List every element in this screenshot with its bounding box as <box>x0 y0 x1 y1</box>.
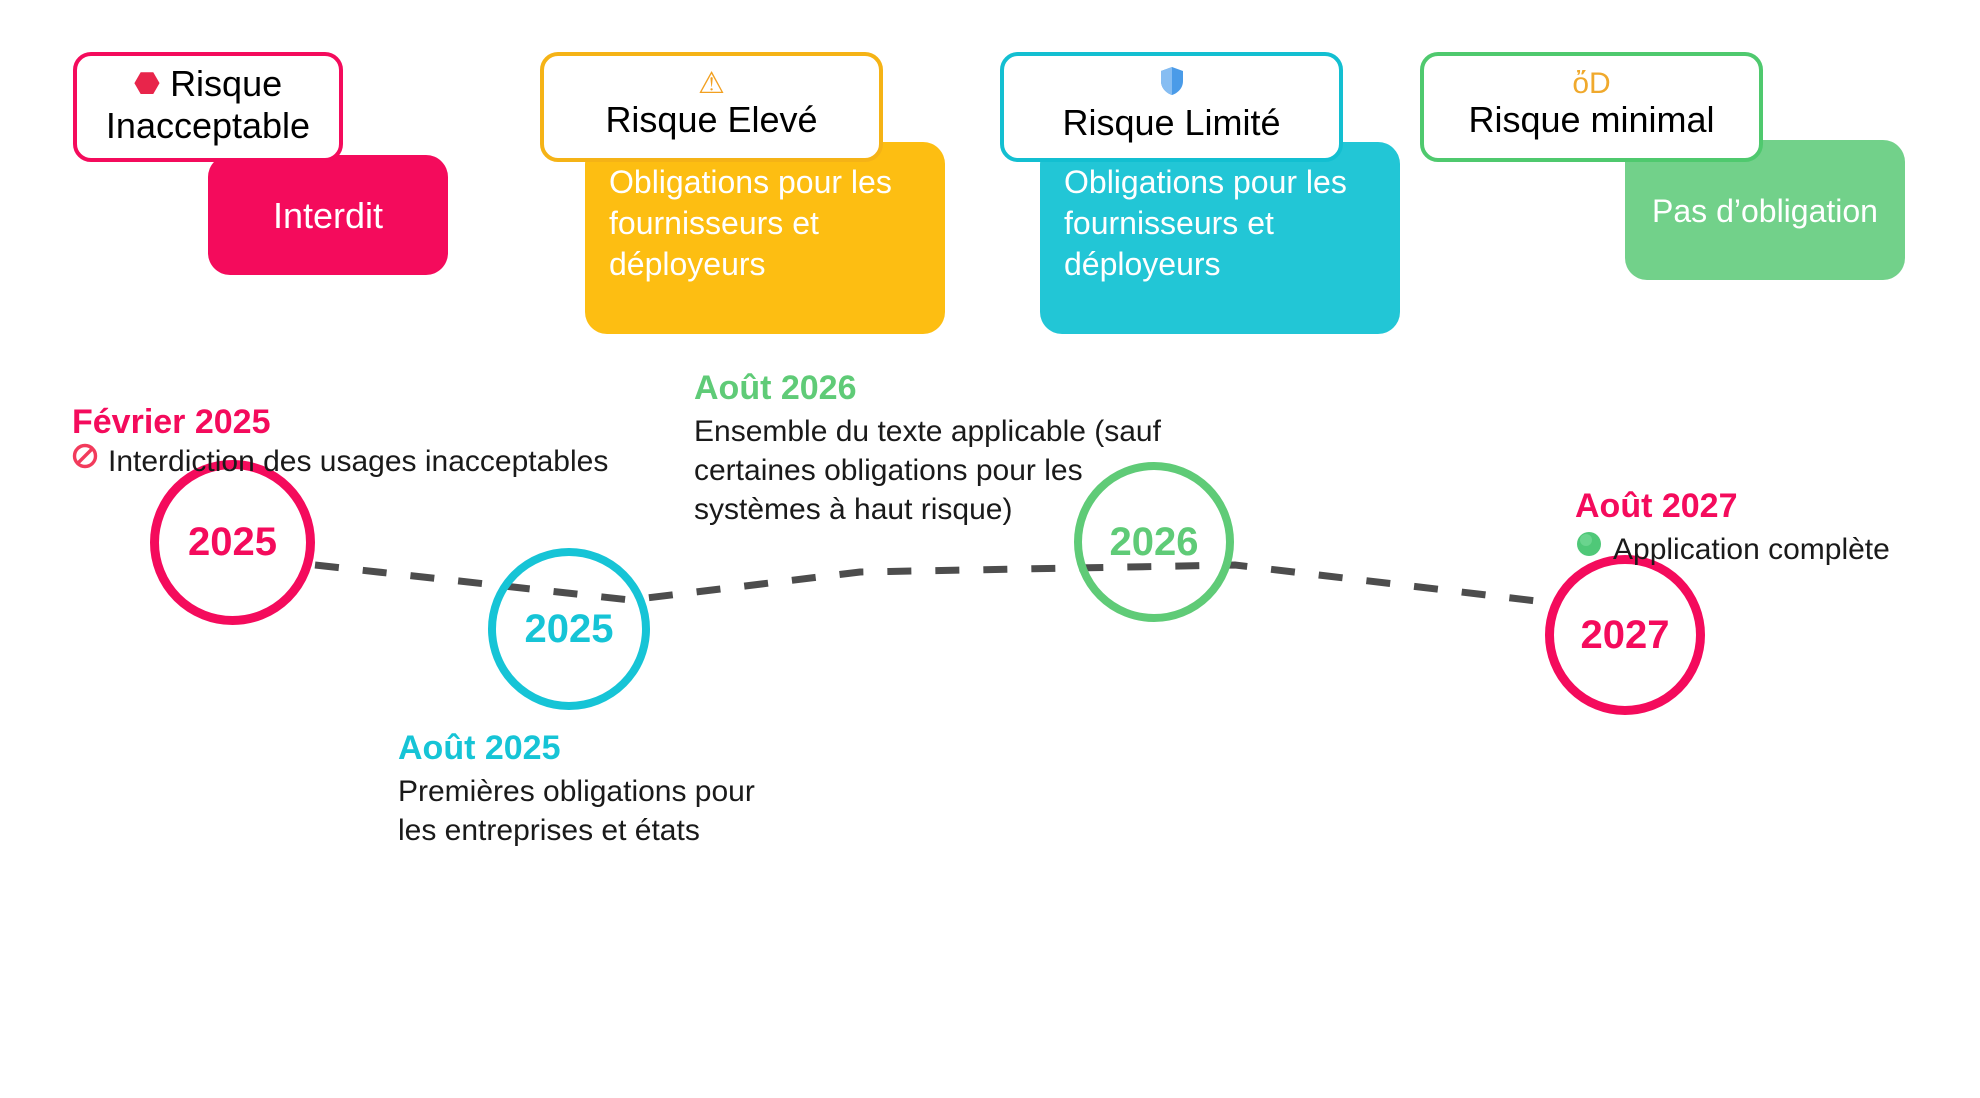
risk-panel-text: Obligations pour les fournisseurs et dép… <box>1064 164 1347 282</box>
timeline-block-fevrier-2025: Février 2025 Interdiction des usages ina… <box>72 402 632 481</box>
green-circle-icon <box>1575 530 1603 567</box>
timeline-date: Août 2026 <box>694 369 857 407</box>
risk-head-inacceptable[interactable]: ⬣ Risque Inacceptable <box>73 52 343 162</box>
timeline-circle-label: 2027 <box>1580 612 1670 657</box>
timeline-circle-label: 2025 <box>188 520 277 564</box>
green-circle-icon-svg <box>1577 532 1601 557</box>
risk-head-row: ⬣ Risque <box>134 63 282 105</box>
risk-level-cards: Interdit ⬣ Risque Inacceptable Obligatio… <box>0 0 1980 360</box>
risk-title: Risque Limité <box>1062 101 1281 143</box>
timeline-circle-2025-aout[interactable]: 2025 <box>488 548 650 710</box>
timeline-date: Août 2027 <box>1575 487 1738 525</box>
timeline-date: Février 2025 <box>72 403 271 441</box>
risk-title: Risque <box>170 62 283 104</box>
timeline-date: Août 2025 <box>398 729 561 767</box>
timeline-circle-label: 2026 <box>1109 519 1199 564</box>
timeline-circle-2025-fev[interactable]: 2025 <box>150 460 315 625</box>
risk-panel-limite: Obligations pour les fournisseurs et dép… <box>1040 142 1400 334</box>
risk-head-limite[interactable]: Risque Limité <box>1000 52 1343 162</box>
risk-head-eleve[interactable]: ⚠ Risque Elevé <box>540 52 883 162</box>
risk-title: Risque Elevé <box>605 98 818 140</box>
risk-panel-text: Pas d’obligation <box>1652 192 1878 229</box>
warning-triangle-icon: ⚠ <box>698 66 725 100</box>
risk-panel-minimal: Pas d’obligation <box>1625 140 1905 280</box>
timeline-block-aout-2027: Août 2027 Application complète <box>1575 486 1980 569</box>
stop-sign-icon: ⬣ <box>133 66 161 100</box>
risk-head-minimal[interactable]: ὄD Risque minimal <box>1420 52 1763 162</box>
shield-icon-svg <box>1160 66 1183 95</box>
risk-panel-eleve: Obligations pour les fournisseurs et dép… <box>585 142 945 334</box>
risk-panel-inacceptable: Interdit <box>208 155 448 275</box>
timeline-description: Application complète <box>1613 533 1890 567</box>
thumbs-up-icon: ὄD <box>1572 66 1611 100</box>
risk-title-line2: Inacceptable <box>105 105 311 146</box>
prohibited-icon-svg <box>72 443 98 469</box>
timeline-description: Ensemble du texte applicable (sauf certa… <box>694 415 1161 527</box>
timeline-circle-2027[interactable]: 2027 <box>1545 555 1705 715</box>
timeline-block-aout-2025: Août 2025 Premières obligations pour les… <box>398 728 798 850</box>
timeline-circle-2026[interactable]: 2026 <box>1074 462 1234 622</box>
prohibited-icon <box>72 442 98 478</box>
timeline-circle-label: 2025 <box>524 606 614 651</box>
timeline-description: Premières obligations pour les entrepris… <box>398 775 755 848</box>
timeline-desc-row: Interdiction des usages inacceptables <box>72 442 632 481</box>
timeline: Février 2025 Interdiction des usages ina… <box>0 340 1980 1098</box>
shield-icon <box>1159 66 1185 102</box>
timeline-desc-row: Application complète <box>1575 530 1980 569</box>
timeline-block-aout-2026: Août 2026 Ensemble du texte applicable (… <box>694 368 1174 529</box>
risk-panel-text: Interdit <box>272 194 384 236</box>
risk-panel-text: Obligations pour les fournisseurs et dép… <box>609 164 892 282</box>
risk-title: Risque minimal <box>1468 98 1715 140</box>
timeline-description: Interdiction des usages inacceptables <box>108 445 609 479</box>
